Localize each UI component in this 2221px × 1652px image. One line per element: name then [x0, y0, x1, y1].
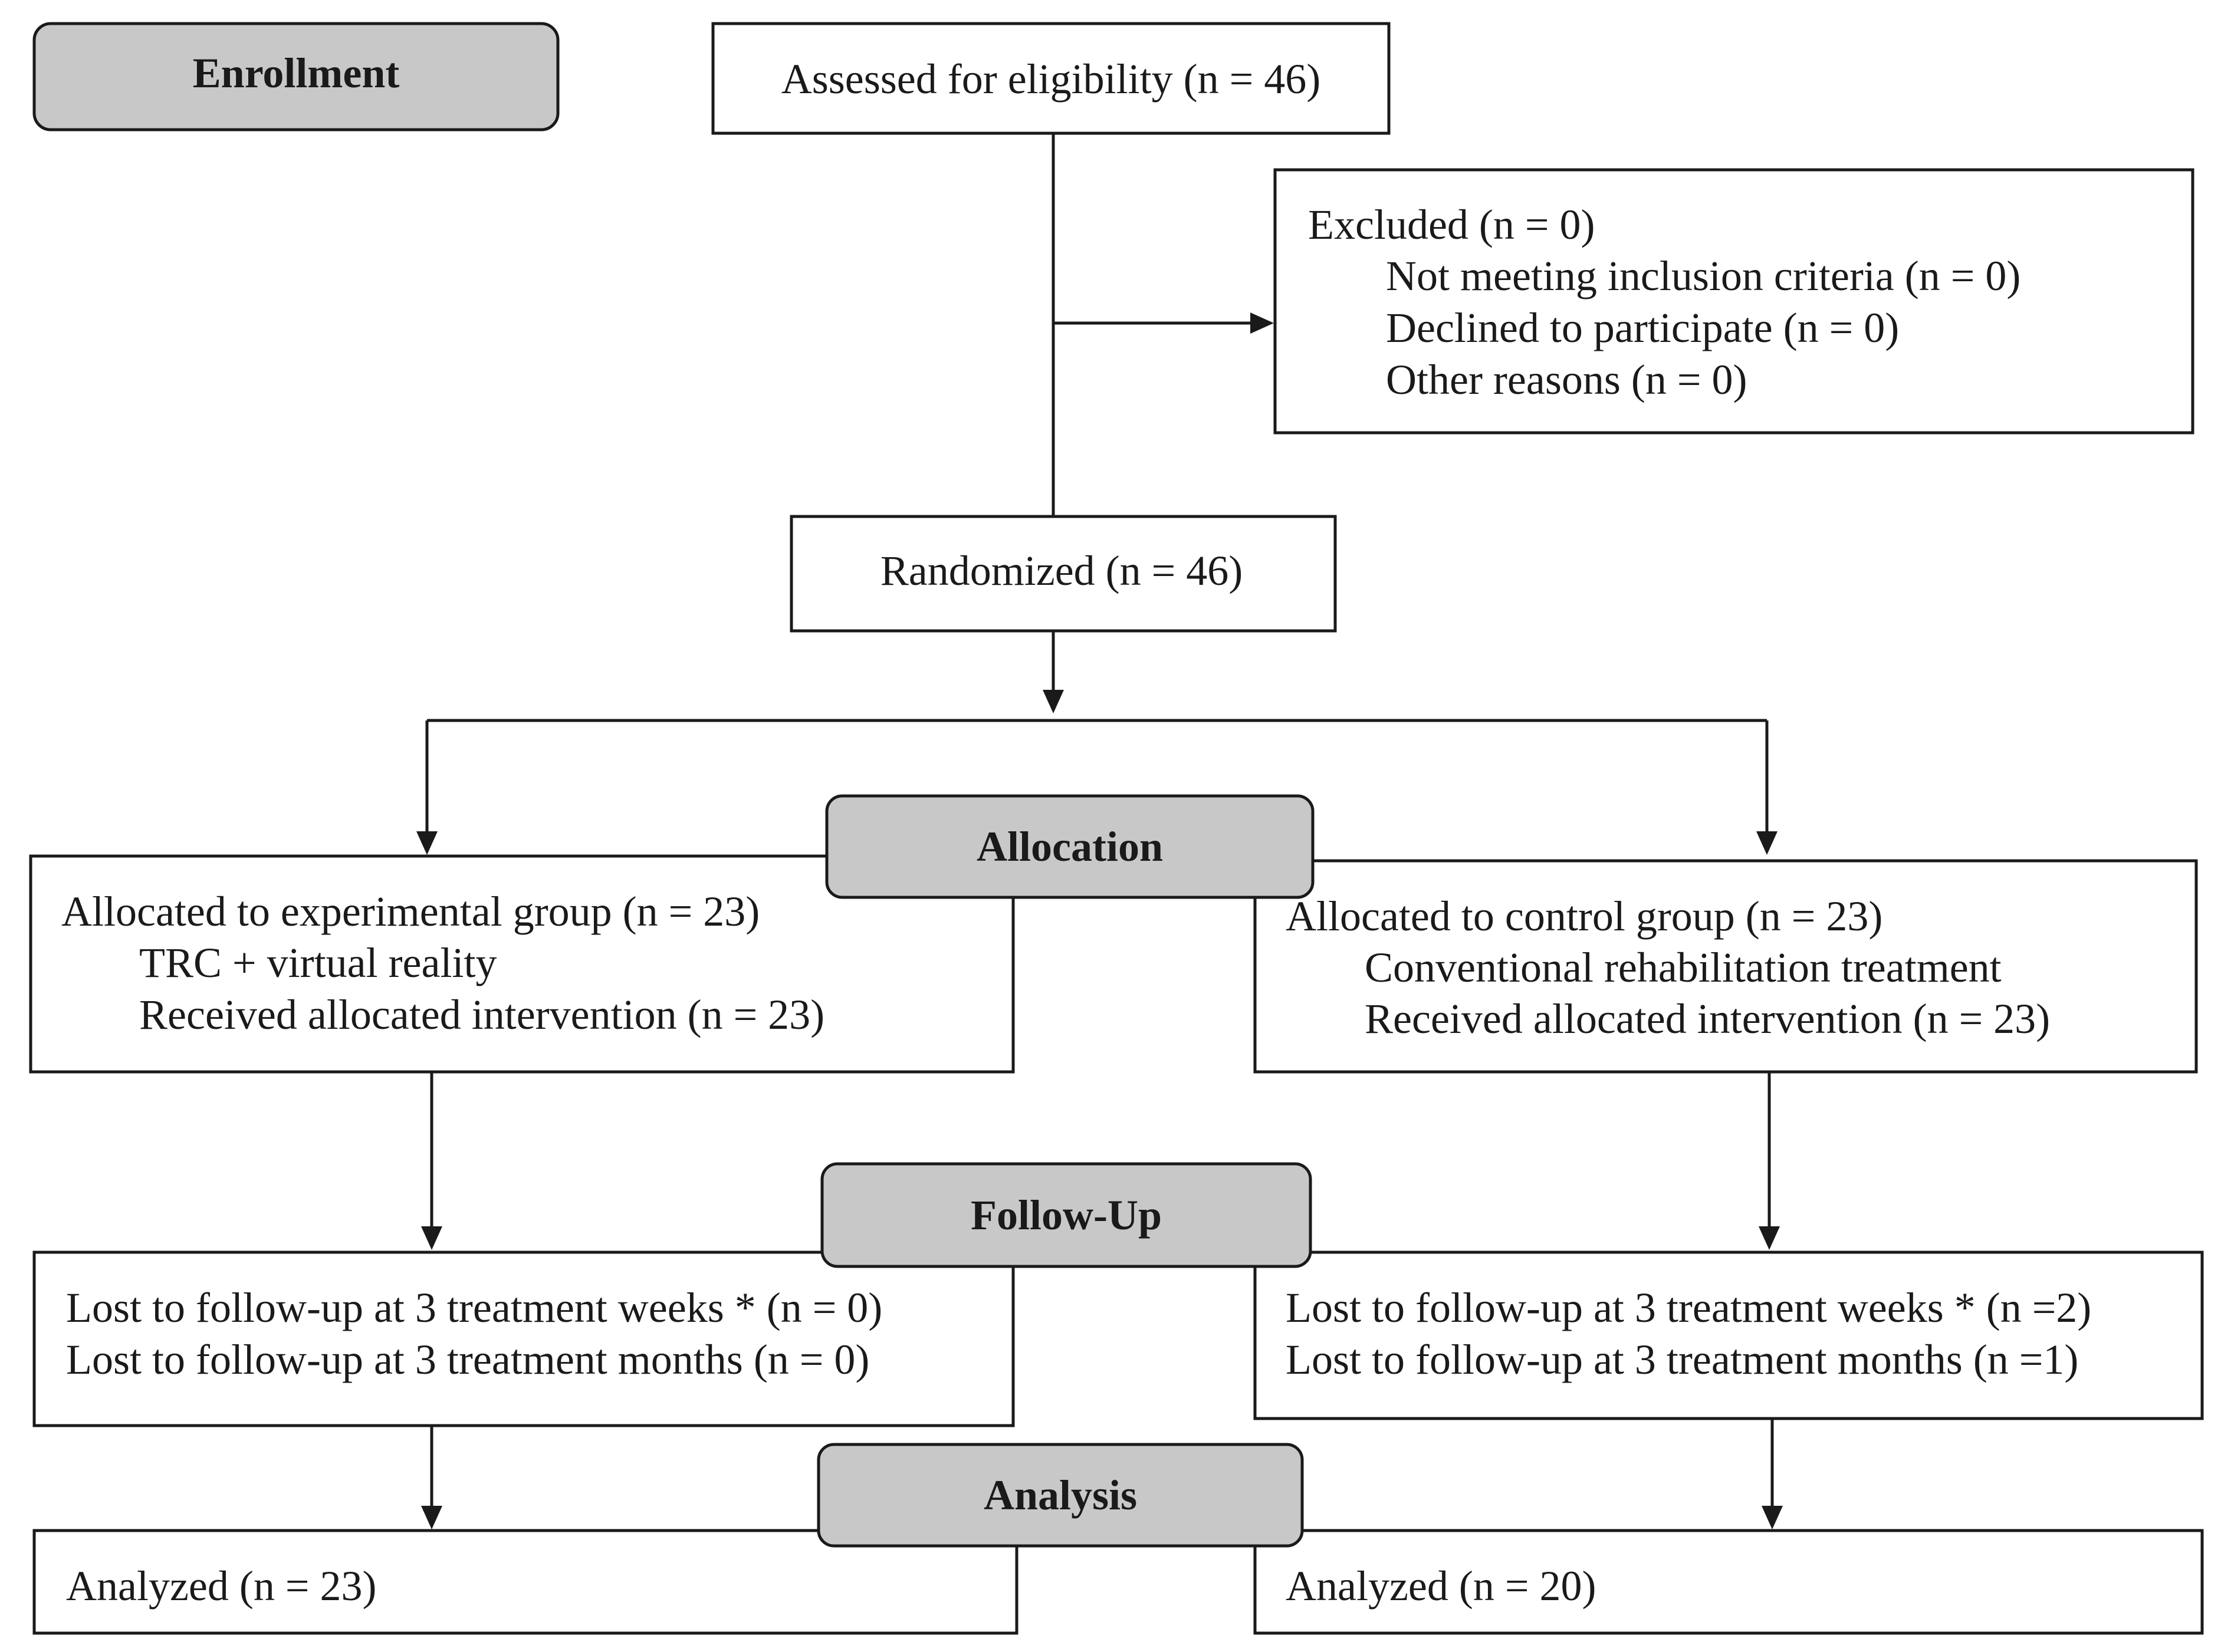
assessed-text: Assessed for eligibility (n = 46): [781, 55, 1320, 103]
excluded-box: Excluded (n = 0) Not meeting inclusion c…: [1273, 168, 2194, 435]
experimental-allocation-item: Received allocated intervention (n = 23): [139, 991, 824, 1038]
control-followup-box: Lost to follow-up at 3 treatment weeks *…: [1253, 1250, 2204, 1420]
excluded-item: Not meeting inclusion criteria (n = 0): [1386, 252, 2020, 300]
experimental-allocation-item: TRC + virtual reality: [139, 939, 497, 986]
assessed-box: Assessed for eligibility (n = 46): [711, 22, 1391, 135]
control-analyzed-text: Analyzed (n = 20): [1286, 1562, 1596, 1610]
arrow-ctrl-analysis-icon: [1762, 1506, 1783, 1529]
control-followup-line: Lost to follow-up at 3 treatment months …: [1286, 1336, 2078, 1383]
experimental-allocation-title: Allocated to experimental group (n = 23): [61, 888, 760, 935]
experimental-analyzed-text: Analyzed (n = 23): [66, 1562, 376, 1610]
experimental-followup-line: Lost to follow-up at 3 treatment weeks *…: [66, 1284, 882, 1331]
arrow-to-excluded-icon: [1250, 312, 1274, 334]
arrow-to-experimental-icon: [416, 831, 438, 855]
randomized-box-rect: [790, 515, 1337, 633]
allocation-stage-box: [825, 794, 1315, 899]
control-allocation-box: Allocated to control group (n = 23) Conv…: [1253, 859, 2198, 1074]
arrow-exp-followup-icon: [421, 1226, 442, 1250]
control-followup-rect: [1253, 1250, 2204, 1420]
followup-stage: Follow-Up: [820, 1162, 1312, 1268]
control-followup-line: Lost to follow-up at 3 treatment weeks *…: [1286, 1284, 2091, 1331]
analysis-stage-box: [817, 1443, 1304, 1548]
randomized-box: Randomized (n = 46): [790, 515, 1337, 633]
experimental-followup-rect: [32, 1250, 1015, 1427]
excluded-item: Declined to participate (n = 0): [1386, 304, 1899, 351]
analysis-stage-label: Analysis: [984, 1472, 1137, 1519]
control-analysis-box: Analyzed (n = 20): [1253, 1529, 2204, 1635]
allocation-stage-label: Allocation: [977, 823, 1163, 870]
randomized-text: Randomized (n = 46): [880, 547, 1243, 594]
followup-stage-label: Follow-Up: [971, 1192, 1162, 1239]
enrollment-stage-label: Enrollment: [193, 50, 400, 97]
arrow-to-control-icon: [1756, 831, 1778, 855]
experimental-allocation-box: Allocated to experimental group (n = 23)…: [29, 854, 1015, 1074]
allocation-stage: Allocation: [825, 794, 1315, 899]
followup-stage-box: [820, 1162, 1312, 1268]
enrollment-stage-box: [32, 22, 560, 131]
experimental-followup-line: Lost to follow-up at 3 treatment months …: [66, 1336, 869, 1383]
control-allocation-item: Received allocated intervention (n = 23): [1365, 995, 2050, 1042]
control-analysis-rect: [1253, 1529, 2204, 1635]
arrow-exp-analysis-icon: [421, 1506, 442, 1529]
arrow-ctrl-followup-icon: [1759, 1226, 1780, 1250]
enrollment-stage: Enrollment: [32, 22, 560, 131]
control-allocation-rect: [1253, 859, 2198, 1074]
experimental-analysis-box: Analyzed (n = 23): [32, 1529, 1018, 1635]
experimental-analysis-rect: [32, 1529, 1018, 1635]
experimental-followup-box: Lost to follow-up at 3 treatment weeks *…: [32, 1250, 1015, 1427]
control-allocation-title: Allocated to control group (n = 23): [1286, 893, 1882, 940]
excluded-item: Other reasons (n = 0): [1386, 356, 1747, 403]
excluded-box-rect: [1273, 168, 2194, 435]
control-allocation-item: Conventional rehabilitation treatment: [1365, 944, 2002, 991]
arrow-randomized-icon: [1043, 690, 1064, 713]
excluded-title: Excluded (n = 0): [1308, 201, 1595, 248]
analysis-stage: Analysis: [817, 1443, 1304, 1548]
connectors: [416, 134, 1783, 1529]
assessed-box-rect: [711, 22, 1391, 135]
